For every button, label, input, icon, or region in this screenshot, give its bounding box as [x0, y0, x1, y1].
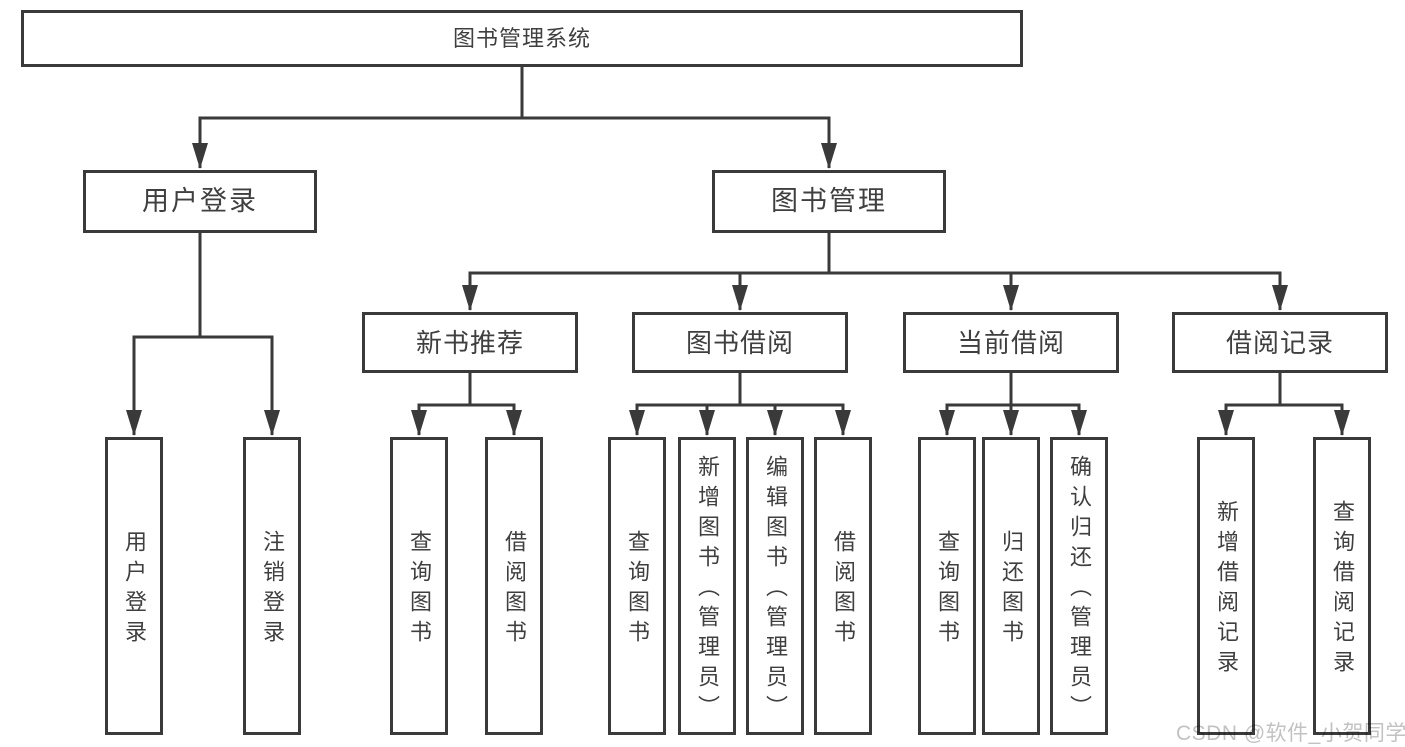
leaf-search-books-borrow: 查询图书: [608, 437, 666, 735]
node-label: 注销登录: [260, 530, 285, 650]
node-book-management: 图书管理: [712, 170, 946, 233]
node-label: 用户登录: [122, 530, 147, 650]
node-label: 借阅图书: [502, 530, 527, 650]
node-label: 图书管理系统: [452, 25, 591, 51]
leaf-search-books-recommend: 查询图书: [390, 437, 448, 735]
node-label: 查询借阅记录: [1330, 500, 1355, 680]
leaf-add-borrow-record: 新增借阅记录: [1197, 437, 1255, 735]
leaf-logout: 注销登录: [243, 437, 301, 735]
node-label: 查询图书: [935, 530, 960, 650]
node-user-login: 用户登录: [83, 170, 317, 233]
node-label: 新增借阅记录: [1214, 500, 1239, 680]
node-current-borrowing: 当前借阅: [903, 312, 1119, 373]
node-label: 归还图书: [999, 530, 1024, 650]
leaf-confirm-return-admin: 确认归还（管理员）: [1050, 437, 1108, 735]
leaf-user-login: 用户登录: [105, 437, 163, 735]
node-label: 借阅记录: [1225, 327, 1334, 358]
leaf-borrow-books-recommend: 借阅图书: [485, 437, 543, 735]
leaf-return-books: 归还图书: [982, 437, 1040, 735]
node-label: 查询图书: [625, 530, 650, 650]
node-label: 借阅图书: [831, 530, 856, 650]
node-label: 当前借阅: [956, 327, 1065, 358]
node-label: 编辑图书（管理员）: [763, 455, 788, 725]
node-library-management-system: 图书管理系统: [21, 10, 1023, 67]
node-label: 图书管理: [771, 186, 887, 216]
node-book-borrowing: 图书借阅: [632, 312, 848, 373]
node-label: 新增图书（管理员）: [695, 455, 720, 725]
node-label: 新书推荐: [415, 327, 524, 358]
node-label: 确认归还（管理员）: [1067, 455, 1092, 725]
leaf-borrow-books: 借阅图书: [814, 437, 872, 735]
leaf-search-borrow-record: 查询借阅记录: [1313, 437, 1371, 735]
node-borrowing-records: 借阅记录: [1172, 312, 1388, 373]
node-new-book-recommendation: 新书推荐: [362, 312, 578, 373]
leaf-edit-books-admin: 编辑图书（管理员）: [746, 437, 804, 735]
leaf-add-books-admin: 新增图书（管理员）: [678, 437, 736, 735]
leaf-search-books-current: 查询图书: [918, 437, 976, 735]
csdn-watermark: CSDN @软件_小贺同学: [1176, 722, 1405, 745]
node-label: 图书借阅: [685, 327, 794, 358]
node-label: 查询图书: [407, 530, 432, 650]
node-label: 用户登录: [142, 186, 258, 216]
